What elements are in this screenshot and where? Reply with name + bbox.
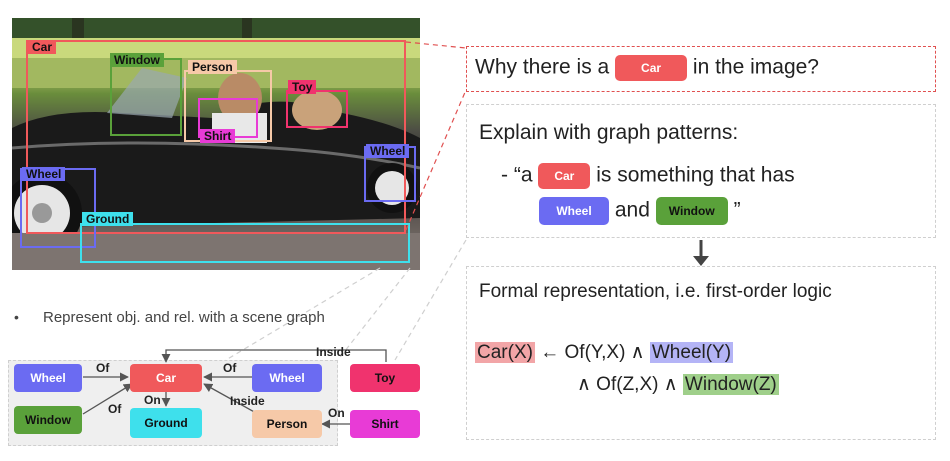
explain-line1-rest: is something that has bbox=[596, 163, 795, 187]
scene-photo: Car Window Person Toy Shirt Wheel Wheel … bbox=[12, 18, 420, 270]
explain-quote-a: - “a bbox=[501, 163, 533, 187]
toy-bbox bbox=[286, 90, 348, 128]
formal-car-term: Car(X) bbox=[475, 342, 535, 363]
edge-label-on-ground: On bbox=[144, 393, 161, 407]
car-bbox bbox=[26, 40, 406, 234]
explain-panel: Explain with graph patterns: - “a Car is… bbox=[466, 104, 936, 238]
question-suffix: in the image? bbox=[692, 55, 819, 79]
question-line: Why there is a Car in the image? bbox=[475, 55, 819, 81]
explain-line-1: - “a Car is something that has bbox=[501, 163, 795, 189]
explain-line-2: Wheel and Window ” bbox=[539, 197, 741, 225]
formal-wheel-term: Wheel(Y) bbox=[649, 342, 734, 363]
explain-car-chip: Car bbox=[538, 163, 591, 189]
node-person: Person bbox=[252, 410, 322, 438]
edge-label-of-wheel: Of bbox=[96, 361, 110, 375]
node-car: Car bbox=[130, 364, 202, 392]
caption-bullet: • bbox=[14, 309, 19, 325]
formal-and-of: ∧ Of(Z,X) ∧ bbox=[577, 374, 678, 395]
formal-window-term: Window(Z) bbox=[682, 374, 779, 395]
node-toy: Toy bbox=[350, 364, 420, 392]
wheel-bbox-right-label: Wheel bbox=[366, 144, 410, 158]
node-ground: Ground bbox=[130, 408, 202, 438]
edge-label-inside-person: Inside bbox=[230, 394, 265, 408]
formal-arrow-of: ← Of(Y,X) ∧ bbox=[540, 342, 645, 363]
window-bbox-label: Window bbox=[110, 53, 164, 67]
scene-graph: Wheel Window Car Ground Wheel Person Toy… bbox=[8, 344, 428, 456]
node-wheel-right: Wheel bbox=[252, 364, 322, 392]
explain-heading: Explain with graph patterns: bbox=[479, 121, 739, 144]
explain-window-chip: Window bbox=[655, 197, 728, 225]
formal-heading: Formal representation, i.e. first-order … bbox=[479, 281, 832, 302]
edge-label-of-window: Of bbox=[108, 402, 122, 416]
car-bbox-label: Car bbox=[28, 40, 57, 54]
explain-close-quote: ” bbox=[733, 198, 741, 222]
edge-label-of-wheel2: Of bbox=[223, 361, 237, 375]
explain-wheel-chip: Wheel bbox=[539, 197, 609, 225]
caption-text: Represent obj. and rel. with a scene gra… bbox=[43, 309, 325, 326]
person-bbox-label: Person bbox=[188, 60, 237, 74]
formal-panel: Formal representation, i.e. first-order … bbox=[466, 266, 936, 440]
node-window: Window bbox=[14, 406, 82, 434]
question-panel: Why there is a Car in the image? bbox=[466, 46, 936, 92]
formal-line-2: ∧ Of(Z,X) ∧ Window(Z) bbox=[577, 373, 779, 396]
formal-line-1: Car(X) ← Of(Y,X) ∧ Wheel(Y) bbox=[475, 341, 734, 364]
edge-label-inside-toy: Inside bbox=[316, 345, 351, 359]
window-bbox bbox=[110, 58, 182, 136]
shirt-bbox-label: Shirt bbox=[200, 129, 236, 143]
node-wheel-left: Wheel bbox=[14, 364, 82, 392]
question-prefix: Why there is a bbox=[475, 55, 610, 79]
ground-bbox-label: Ground bbox=[82, 212, 134, 226]
explain-and: and bbox=[614, 198, 650, 222]
graph-edges bbox=[82, 349, 387, 429]
question-car-chip: Car bbox=[615, 55, 688, 81]
node-shirt: Shirt bbox=[350, 410, 420, 438]
ground-bbox bbox=[80, 223, 410, 263]
toy-bbox-label: Toy bbox=[288, 80, 317, 94]
wheel-bbox-left-label: Wheel bbox=[22, 167, 66, 181]
edge-label-on-shirt: On bbox=[328, 406, 345, 420]
